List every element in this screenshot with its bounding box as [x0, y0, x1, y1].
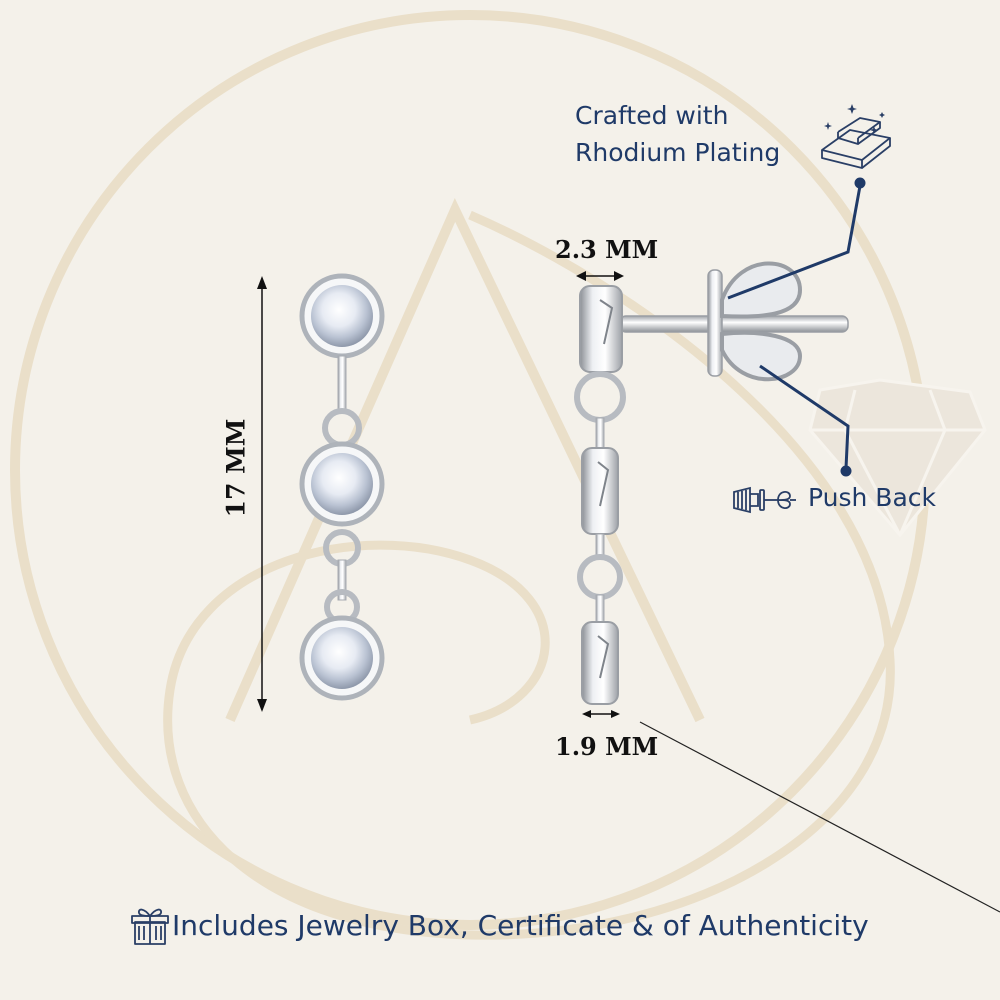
footer-includes-text: Includes Jewelry Box, Certificate & of A… [172, 909, 869, 942]
plating-label-line2: Rhodium Plating [575, 138, 781, 167]
length-dimension-line [257, 276, 267, 712]
diagonal-rule [639, 721, 1000, 913]
diamond-watermark-icon [808, 378, 987, 538]
gift-box-icon [131, 908, 169, 945]
link-ring [323, 529, 361, 567]
butterfly-back [720, 261, 803, 319]
bottom-width-label: 1.9 MM [555, 732, 659, 761]
plating-callout-line [727, 177, 866, 300]
plating-label-line1: Crafted with [575, 101, 729, 130]
earring-side-view [574, 261, 849, 705]
silver-bar-icon [821, 104, 891, 169]
side-bezel-middle [581, 447, 619, 535]
push-back-disc [707, 269, 723, 377]
push-back-callout-line [759, 364, 852, 477]
length-dimension-label: 17 MM [221, 418, 251, 518]
push-back-label: Push Back [808, 483, 936, 512]
side-bezel-bottom [581, 621, 619, 705]
push-back-icon [733, 486, 796, 514]
top-width-arrow [576, 271, 624, 281]
top-width-label: 2.3 MM [555, 235, 659, 264]
side-bezel-top [579, 285, 623, 373]
earring-front-view [299, 273, 385, 701]
bottom-width-arrow [582, 710, 620, 718]
link-ring [322, 408, 362, 448]
